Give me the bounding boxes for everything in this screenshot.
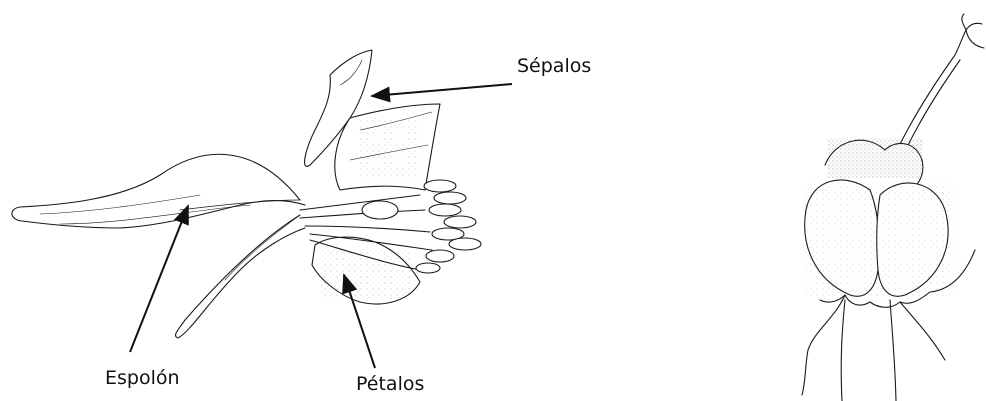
label-petalos: Pétalos	[356, 375, 424, 394]
stem	[176, 215, 305, 338]
fruit-stalk	[841, 300, 896, 401]
spur	[12, 154, 305, 228]
label-espolon: Espolón	[105, 369, 180, 388]
sepalos-arrow	[372, 84, 512, 96]
label-sepalos: Sépalos	[517, 57, 591, 76]
fruit-drawing	[802, 14, 984, 401]
